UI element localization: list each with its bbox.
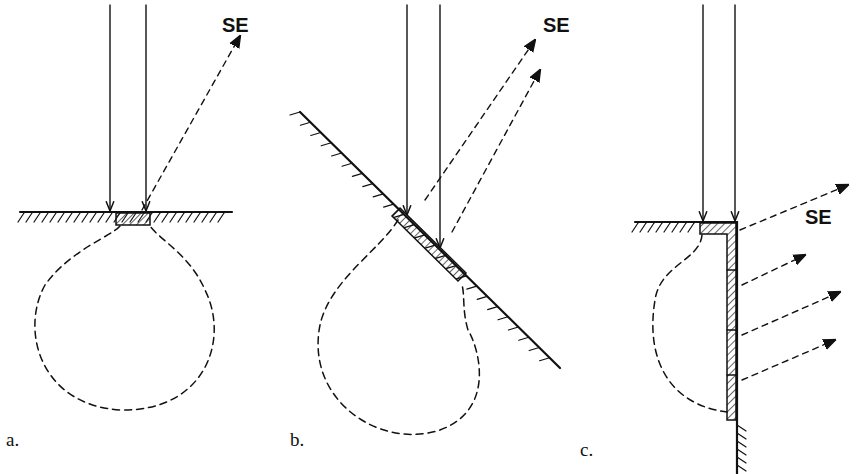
panel-letter: c. xyxy=(580,440,593,461)
panel-a xyxy=(18,5,240,410)
panel-c xyxy=(632,5,848,474)
se-label: SE xyxy=(805,206,832,228)
panel-letter: b. xyxy=(290,430,304,451)
se-label: SE xyxy=(222,14,249,36)
panel-b xyxy=(290,5,560,434)
se-label: SE xyxy=(543,14,570,36)
panel-letter: a. xyxy=(6,430,19,451)
